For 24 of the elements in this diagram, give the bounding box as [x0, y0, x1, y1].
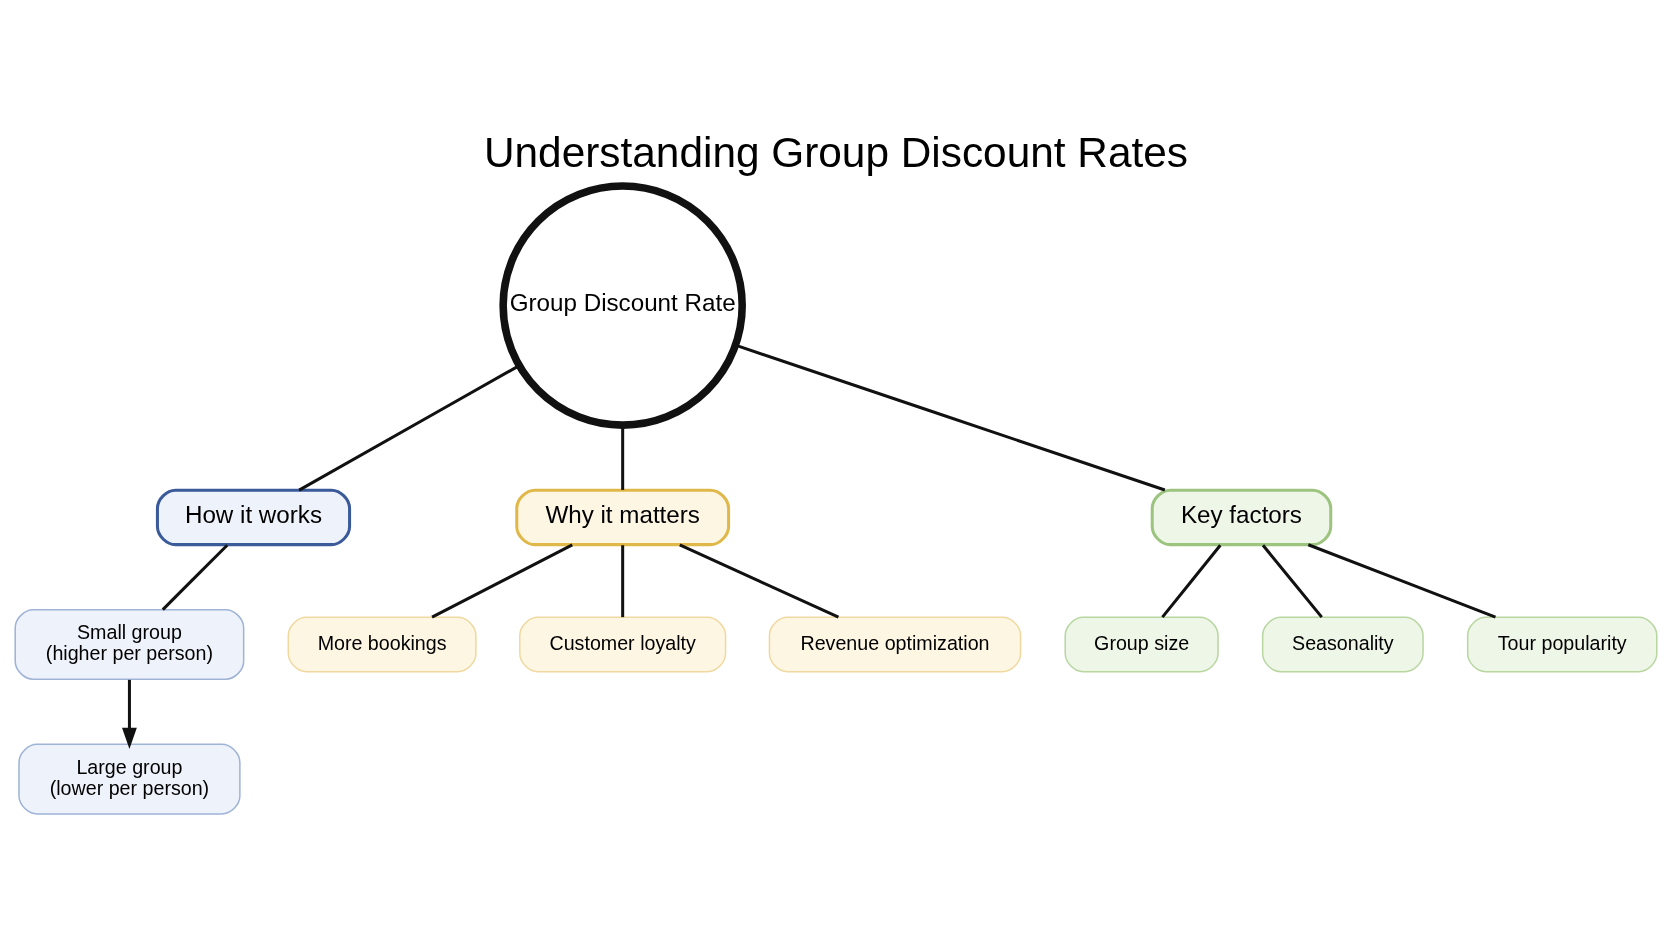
node-circle: Group Discount Rate: [499, 182, 746, 429]
connector: [679, 543, 840, 619]
connector: [1307, 543, 1496, 619]
node-box: More bookings: [287, 616, 477, 673]
connector: [1261, 544, 1323, 619]
connector: [621, 545, 625, 618]
connector: [431, 543, 573, 619]
node-box: Customer loyalty: [519, 616, 727, 673]
node-box: Why it matters: [515, 488, 731, 547]
connector: [161, 544, 229, 611]
connector: [1161, 544, 1222, 619]
connector: [735, 343, 1166, 492]
node-box: Group size: [1064, 616, 1219, 673]
node-box: Tour popularity: [1466, 616, 1658, 673]
node-box: How it works: [155, 488, 352, 547]
connector: [621, 425, 625, 490]
node-box: Large group (lower per person): [18, 743, 241, 815]
connector: [298, 364, 520, 492]
arrow: [122, 679, 137, 749]
node-box: Small group (higher per person): [14, 608, 245, 681]
diagram-title: Understanding Group Discount Rates: [483, 128, 1189, 176]
node-box: Key factors: [1150, 488, 1333, 547]
node-box: Revenue optimization: [768, 616, 1022, 673]
node-box: Seasonality: [1261, 616, 1424, 673]
